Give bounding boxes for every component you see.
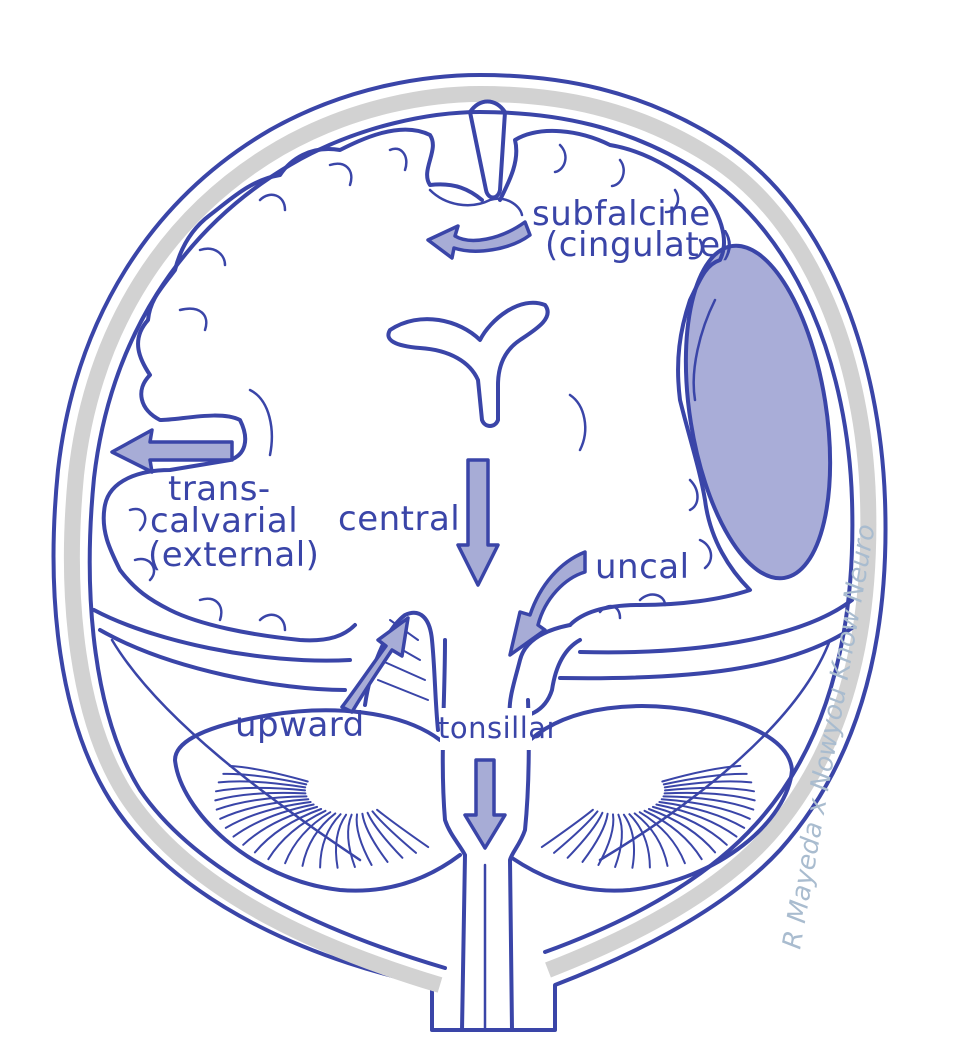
cerebellum-folium — [215, 786, 306, 793]
cerebellum-folium — [663, 780, 753, 789]
cerebellum-folium — [215, 795, 308, 811]
cerebellum-folium — [663, 791, 756, 802]
cerebellum-folium — [647, 808, 717, 854]
cerebellum-folium — [658, 801, 746, 829]
cerebellum-folium — [628, 813, 651, 869]
central-arrow — [456, 458, 500, 587]
skull-inner-outline — [87, 110, 855, 970]
cerebellum-folium — [622, 813, 636, 869]
cerebellum-folium — [597, 813, 615, 866]
label-tonsillar: tonsillar — [438, 711, 559, 745]
cerebellum-folium — [366, 811, 404, 859]
cerebellum-folium — [224, 801, 312, 829]
cerebellum-folium — [347, 813, 356, 868]
cerebellum-folium — [371, 810, 417, 854]
cerebellum-folium — [643, 809, 703, 861]
label-external: (external) — [148, 535, 319, 575]
cerebellum-folium — [222, 772, 308, 786]
cerebellum-folium — [614, 813, 623, 868]
dura — [92, 99, 854, 862]
transcalvarial-arrow — [110, 428, 234, 474]
label-calvarial: calvarial — [150, 501, 298, 541]
cerebellum-folium — [376, 808, 430, 849]
label-central: central — [338, 499, 460, 539]
cerebellum-folium — [638, 811, 686, 865]
label-cingulate: (cingulate) — [545, 225, 734, 265]
cerebellum-folium — [228, 764, 309, 783]
cerebellum-folium — [319, 813, 342, 869]
label-subfalcine: subfalcine — [532, 194, 711, 234]
artist-credit: R Mayeda x Nowyou Know Neuro — [777, 522, 881, 951]
cerebellum-folium — [664, 786, 755, 793]
posterior-fossa-right-dura — [598, 638, 832, 862]
uncal-arrow — [508, 550, 587, 657]
left-hemisphere-outline — [101, 127, 484, 643]
brainstem-left-wall — [440, 638, 467, 1032]
cerebellum-folium — [267, 809, 327, 861]
labels: subfalcine (cingulate) trans- calvarial … — [148, 194, 734, 750]
cerebellum — [173, 610, 794, 893]
right-fold-1 — [692, 298, 717, 402]
tentorium-right — [558, 598, 854, 681]
cerebellum-folia-right — [540, 764, 756, 869]
posterior-fossa-left-dura — [110, 638, 362, 862]
cerebellum-folium — [540, 808, 594, 849]
cerebellum-folium — [217, 780, 307, 789]
cerebellum-right-lobe — [510, 704, 794, 893]
cerebrum — [101, 127, 752, 643]
tonsillar-arrow — [463, 758, 507, 850]
cerebellum-folium — [361, 812, 389, 863]
cerebellum-folia-left — [214, 764, 430, 869]
epidural-hematoma — [683, 243, 833, 581]
cerebellum-folium — [355, 813, 373, 866]
cerebellum-folium — [661, 764, 742, 783]
cerebellum-folium — [253, 808, 323, 854]
cerebellum-folium — [219, 798, 310, 820]
cerebellum-folium — [301, 812, 337, 867]
cerebellum-folium — [284, 811, 332, 865]
right-hemisphere-outline — [498, 129, 752, 627]
skull-outer-outline — [51, 73, 888, 1032]
cerebellum-folium — [633, 812, 669, 867]
cerebellum-folium — [655, 803, 738, 838]
herniation-arrows — [110, 220, 587, 850]
cerebellum-folium — [232, 803, 315, 838]
cerebellum-folium — [660, 798, 751, 820]
cerebellum-folium — [242, 805, 319, 846]
cerebellum-folium — [334, 813, 348, 869]
falx — [468, 99, 507, 200]
right-gyri — [553, 143, 713, 620]
left-cortex-sulcus-1 — [248, 388, 274, 457]
cerebellum-folium — [662, 795, 755, 811]
left-gyri — [128, 147, 408, 632]
tonsillar-label-bg — [440, 708, 532, 750]
label-trans: trans- — [168, 469, 271, 509]
cerebellum-left-lobe — [173, 708, 462, 893]
cerebellum-folium — [214, 791, 307, 802]
cerebellum-folium — [662, 772, 748, 786]
cerebellum-folium — [553, 810, 599, 854]
cerebellum-folium — [566, 811, 604, 859]
skull-bone-band — [63, 86, 877, 993]
subfalcine-arrow — [426, 220, 532, 260]
skull — [51, 73, 888, 1032]
cerebellum-folium — [581, 812, 609, 863]
label-upward: upward — [235, 705, 365, 745]
upward-arrow — [340, 616, 410, 714]
lateral-ventricles — [386, 300, 550, 428]
right-cortex-sulcus-1 — [568, 393, 587, 452]
cingulate-gyrus-shift — [428, 188, 524, 217]
cerebellum-folium — [651, 805, 728, 846]
label-uncal: uncal — [595, 547, 690, 587]
tentorium-left — [92, 608, 352, 692]
